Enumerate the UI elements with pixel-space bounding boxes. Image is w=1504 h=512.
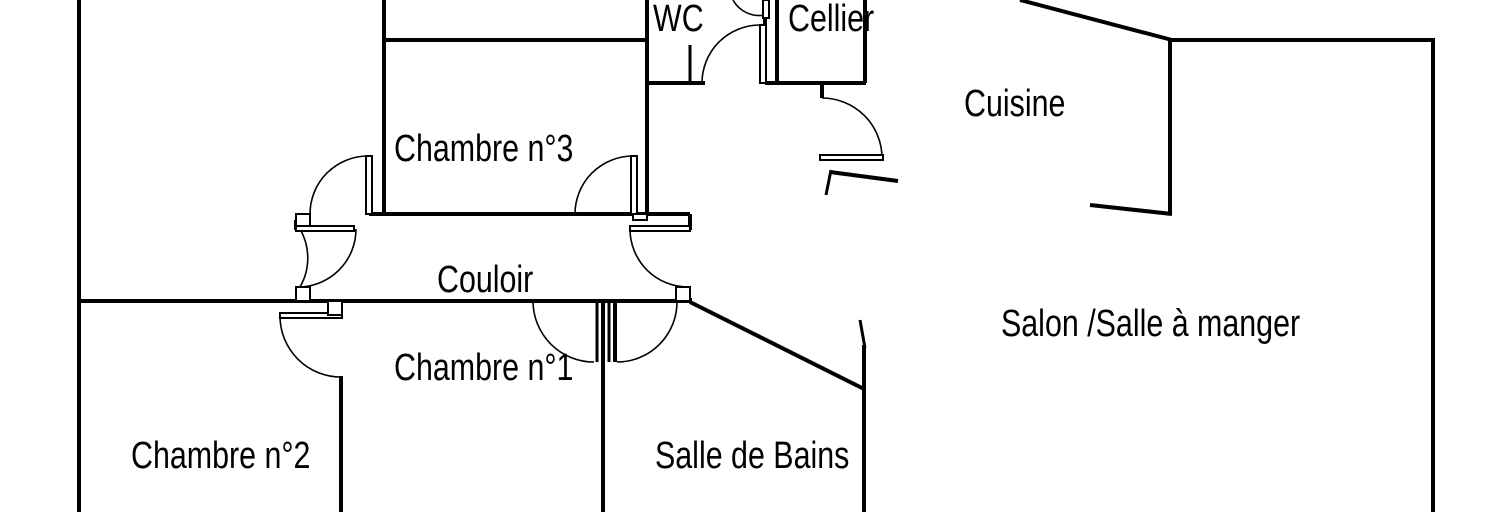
- door-cuisine: [819, 97, 884, 161]
- wall-sdb-jamb-top: [858, 319, 867, 349]
- door-couloir-right: [629, 225, 691, 302]
- wall-kitchen-bottom-stub: [1089, 203, 1173, 216]
- door-chambre3-right: [574, 155, 648, 221]
- wall-kitchen-slant: [1019, 0, 1173, 42]
- wall-kitchen-jamb: [824, 169, 833, 196]
- walls: [77, 0, 1435, 512]
- wall-sdb-slant: [689, 300, 865, 391]
- door-chambre1: [532, 300, 595, 363]
- door-chambre3-left: [295, 155, 373, 229]
- wall-kitchen-left-stub: [829, 170, 899, 183]
- door-salle-de-bains: [616, 301, 678, 363]
- doors: [279, 0, 884, 378]
- door-cellier: [732, 0, 770, 19]
- door-chambre2: [279, 300, 343, 378]
- door-couloir-left: [295, 225, 357, 302]
- door-wc: [701, 24, 767, 84]
